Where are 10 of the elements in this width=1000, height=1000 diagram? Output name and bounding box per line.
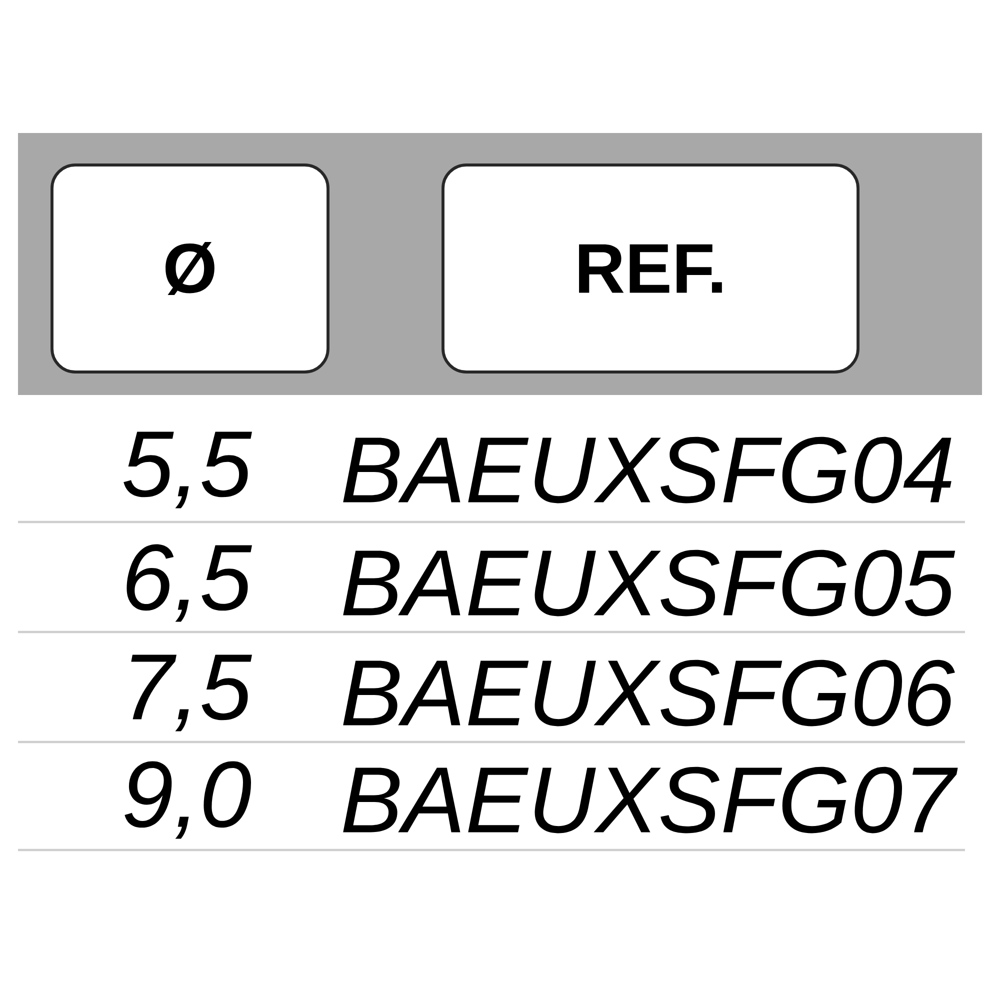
table-cell: BAEUXSFG05 (343, 550, 956, 616)
header-button: Ø (50, 164, 330, 374)
table-cell: 7,5 (131, 654, 252, 732)
table-cell: 5,5 (124, 432, 252, 508)
table-cell: BAEUXSFG04 (343, 436, 952, 504)
table-cell: 9,0 (124, 761, 251, 839)
header-button: REF. (442, 164, 860, 374)
table-cell: BAEUXSFG07 (343, 766, 958, 834)
table-cell: 6,5 (126, 544, 252, 622)
table-cell: BAEUXSFG06 (343, 660, 955, 726)
